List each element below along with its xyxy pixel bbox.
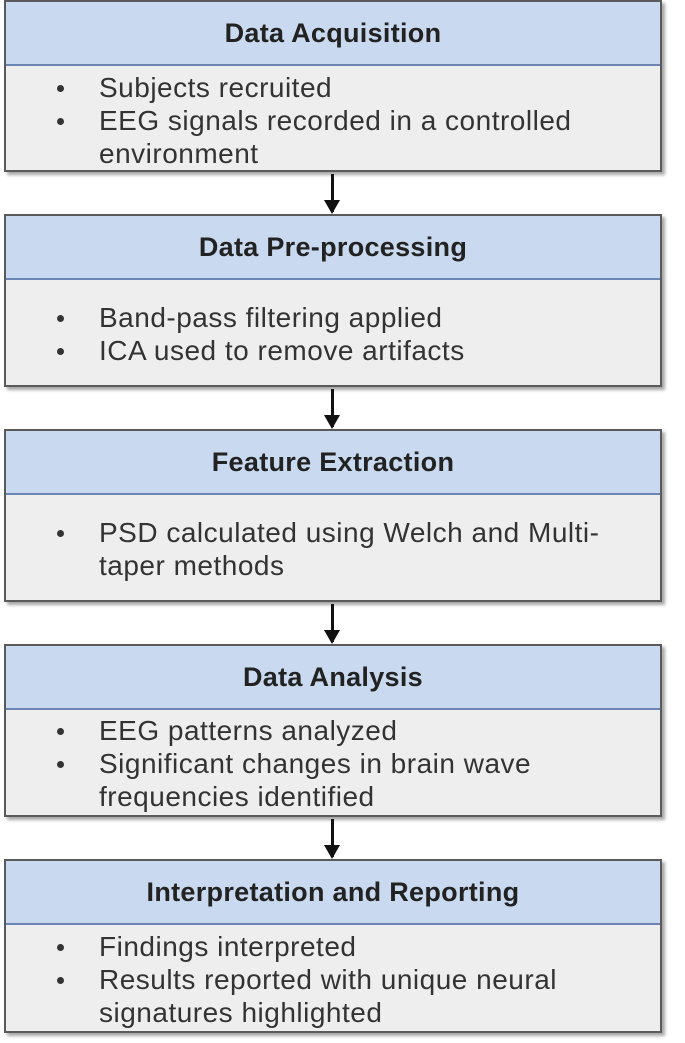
arrowhead-icon bbox=[324, 415, 340, 429]
item-text: EEG signals recorded in a controlled env… bbox=[99, 104, 572, 169]
flow-arrow bbox=[324, 819, 340, 859]
item-text: Band-pass filtering applied bbox=[99, 301, 443, 333]
bullet-icon bbox=[57, 529, 64, 537]
item-text: EEG patterns analyzed bbox=[99, 715, 398, 746]
list-item: Results reported with unique neural sign… bbox=[53, 963, 613, 1029]
stage-title: Data Analysis bbox=[6, 646, 660, 710]
item-text: Findings interpreted bbox=[99, 930, 357, 962]
bullet-icon bbox=[57, 761, 64, 768]
stage-box-feature-extraction: Feature Extraction PSD calculated using … bbox=[4, 429, 662, 602]
stage-title: Interpretation and Reporting bbox=[6, 861, 660, 925]
item-text: Subjects recruited bbox=[99, 71, 333, 103]
item-text: Results reported with unique neural sign… bbox=[99, 963, 557, 1028]
bullet-icon bbox=[57, 976, 64, 984]
list-item: Subjects recruited bbox=[53, 71, 613, 104]
item-text: Significant changes in brain wave freque… bbox=[99, 748, 532, 812]
flow-arrow bbox=[324, 174, 340, 214]
item-text: ICA used to remove artifacts bbox=[99, 334, 465, 366]
stage-title: Data Pre-processing bbox=[6, 216, 660, 280]
stage-body: Subjects recruited EEG signals recorded … bbox=[6, 66, 660, 174]
bullet-icon bbox=[57, 728, 64, 735]
bullet-icon bbox=[57, 943, 64, 951]
stage-box-data-pre-processing: Data Pre-processing Band-pass filtering … bbox=[4, 214, 662, 387]
list-item: EEG signals recorded in a controlled env… bbox=[53, 104, 613, 170]
stage-box-data-acquisition: Data Acquisition Subjects recruited EEG … bbox=[4, 0, 662, 172]
list-item: EEG patterns analyzed bbox=[53, 714, 613, 747]
stage-box-interpretation-and-reporting: Interpretation and Reporting Findings in… bbox=[4, 859, 662, 1033]
arrowhead-icon bbox=[324, 200, 340, 214]
arrowhead-icon bbox=[324, 845, 340, 859]
stage-title: Data Acquisition bbox=[6, 2, 660, 66]
list-item: PSD calculated using Welch and Multi-tap… bbox=[53, 516, 613, 582]
bullet-icon bbox=[57, 314, 64, 322]
stage-title: Feature Extraction bbox=[6, 431, 660, 495]
arrowhead-icon bbox=[324, 630, 340, 644]
stage-item-list: Subjects recruited EEG signals recorded … bbox=[53, 71, 613, 170]
flow-arrow bbox=[324, 389, 340, 429]
flow-arrow bbox=[324, 604, 340, 644]
list-item: Band-pass filtering applied bbox=[53, 301, 613, 334]
list-item: Significant changes in brain wave freque… bbox=[53, 747, 613, 813]
stage-body: PSD calculated using Welch and Multi-tap… bbox=[6, 495, 660, 602]
stage-item-list: PSD calculated using Welch and Multi-tap… bbox=[53, 516, 613, 582]
stage-body: EEG patterns analyzed Significant change… bbox=[6, 710, 660, 817]
stage-body: Band-pass filtering applied ICA used to … bbox=[6, 280, 660, 387]
stage-item-list: Findings interpreted Results reported wi… bbox=[53, 930, 613, 1029]
bullet-icon bbox=[57, 84, 64, 92]
list-item: ICA used to remove artifacts bbox=[53, 334, 613, 367]
bullet-icon bbox=[57, 347, 64, 355]
stage-item-list: EEG patterns analyzed Significant change… bbox=[53, 714, 613, 813]
item-text: PSD calculated using Welch and Multi-tap… bbox=[99, 516, 600, 581]
list-item: Findings interpreted bbox=[53, 930, 613, 963]
stage-box-data-analysis: Data Analysis EEG patterns analyzed Sign… bbox=[4, 644, 662, 817]
stage-item-list: Band-pass filtering applied ICA used to … bbox=[53, 301, 613, 367]
bullet-icon bbox=[57, 117, 64, 125]
stage-body: Findings interpreted Results reported wi… bbox=[6, 925, 660, 1033]
